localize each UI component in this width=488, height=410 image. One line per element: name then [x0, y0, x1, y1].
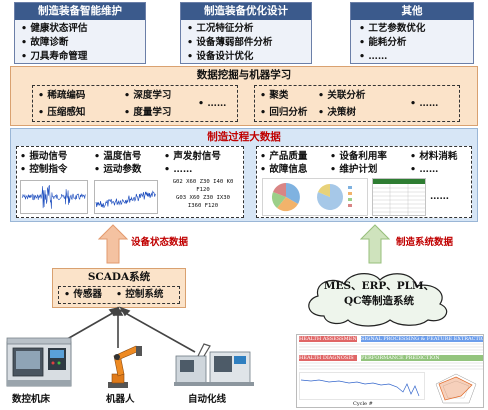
signal-item: • 运动参数: [94, 164, 142, 175]
other-title: 其他: [351, 3, 473, 20]
design-box: 制造装备优化设计 • 工况特征分析 • 设备薄弱部件分析 • 设备设计优化: [180, 2, 312, 64]
other-item: • ……: [359, 51, 388, 62]
system-item: • 材料消耗: [410, 151, 458, 162]
mining-left-ellipsis: • ……: [198, 98, 227, 109]
maintenance-item: • 刀具寿命管理: [21, 51, 88, 62]
report-section-header: HEALTH ASSESSMENT: [299, 336, 357, 342]
maintenance-item: • 故障诊断: [21, 37, 69, 48]
maintenance-title: 制造装备智能维护: [15, 3, 145, 20]
gcode-line: I360 F120: [187, 203, 219, 209]
design-item: • 工况特征分析: [187, 23, 254, 34]
mining-title: 数据挖掘与机器学习: [196, 69, 292, 81]
mining-item: • 深度学习: [124, 90, 172, 101]
cloud-line2: QC等制造系统: [343, 295, 414, 307]
signal-item: • ……: [164, 164, 193, 175]
system-item: • 产品质量: [260, 151, 308, 162]
gcode-line: G02 X60 Z30 I40 K0: [172, 179, 234, 185]
report-section-header: SIGNAL PROCESSING & FEATURE EXTRACTION: [361, 336, 483, 342]
system-item: • 设备利用率: [330, 151, 387, 162]
scada-items-group: [58, 286, 180, 304]
manufacturing-systems-cloud: [308, 273, 448, 327]
other-item: • 能耗分析: [359, 37, 407, 48]
mining-item: • 关联分析: [318, 90, 366, 101]
device-data-label: 设备状态数据: [131, 237, 189, 248]
maintenance-box: 制造装备智能维护 • 健康状态评估 • 故障诊断 • 刀具寿命管理: [14, 2, 146, 64]
report-section-header: HEALTH DIAGNOSIS: [299, 355, 357, 361]
system-item: • 维护计划: [330, 164, 378, 175]
gcode-snippet: G02 X60 Z30 I40 K0 F120 G03 X60 Z30 IX30…: [164, 178, 242, 210]
mining-item: • 聚类: [260, 90, 289, 101]
device-label-robot: 机器人: [106, 394, 135, 405]
signal-item: • 温度信号: [94, 151, 142, 162]
system-thumb-ellipsis: ……: [430, 191, 449, 202]
vibration-signal-thumbnail: [20, 180, 88, 214]
maintenance-item: • 健康状态评估: [21, 23, 88, 34]
mining-left-group: [32, 85, 238, 122]
report-section-header: PERFORMANCE PREDICTION: [361, 355, 483, 361]
signal-item: • 控制指令: [20, 164, 68, 175]
scada-title: SCADA系统: [87, 271, 151, 283]
mining-item: • 稀疏编码: [38, 90, 86, 101]
cnc-machine-image: [6, 337, 72, 387]
gcode-line: G03 X60 Z30 IX30: [176, 195, 230, 201]
device-data-arrow: [98, 224, 128, 264]
signal-item: • 声发射信号: [164, 151, 221, 162]
mining-item: • 回归分析: [260, 107, 308, 118]
robot-image: [108, 345, 142, 388]
mining-right-group: [254, 85, 460, 122]
table-thumbnail: [372, 178, 426, 216]
mining-item: • 压缩感知: [38, 107, 86, 118]
scada-item: • 传感器: [64, 289, 102, 300]
design-title: 制造装备优化设计: [181, 3, 311, 20]
device-label-line: 自动化线: [188, 394, 227, 405]
design-item: • 设备薄弱部件分析: [187, 37, 273, 48]
cloud-line1: MES、ERP、PLM、: [323, 280, 435, 292]
mining-right-ellipsis: • ……: [410, 98, 439, 109]
device-label-cnc: 数控机床: [12, 394, 51, 405]
system-data-label: 制造系统数据: [396, 237, 454, 248]
mining-item: • 度量学习: [124, 107, 172, 118]
bigdata-title: 制造过程大数据: [207, 131, 281, 143]
report-radar-chart: [435, 373, 477, 404]
temperature-signal-thumbnail: [94, 180, 158, 214]
signal-item: • 振动信号: [20, 151, 68, 162]
gcode-line: F120: [196, 187, 210, 193]
scada-item: • 控制系统: [116, 289, 164, 300]
other-item: • 工艺参数优化: [359, 23, 426, 34]
report-line-chart: [299, 372, 425, 400]
report-dashboard-thumbnail: HEALTH ASSESSMENT SIGNAL PROCESSING & FE…: [296, 334, 484, 408]
other-box: 其他 • 工艺参数优化 • 能耗分析 • ……: [350, 2, 474, 64]
system-item: • ……: [410, 164, 439, 175]
mining-item: • 决策树: [318, 107, 356, 118]
automated-line-image: [174, 343, 254, 386]
report-xlabel: Cycle #: [353, 401, 373, 407]
design-item: • 设备设计优化: [187, 51, 254, 62]
system-item: • 故障信息: [260, 164, 308, 175]
pie-chart-thumbnail: [262, 178, 368, 216]
system-data-arrow: [360, 224, 390, 264]
scada-connectors: [47, 306, 196, 353]
